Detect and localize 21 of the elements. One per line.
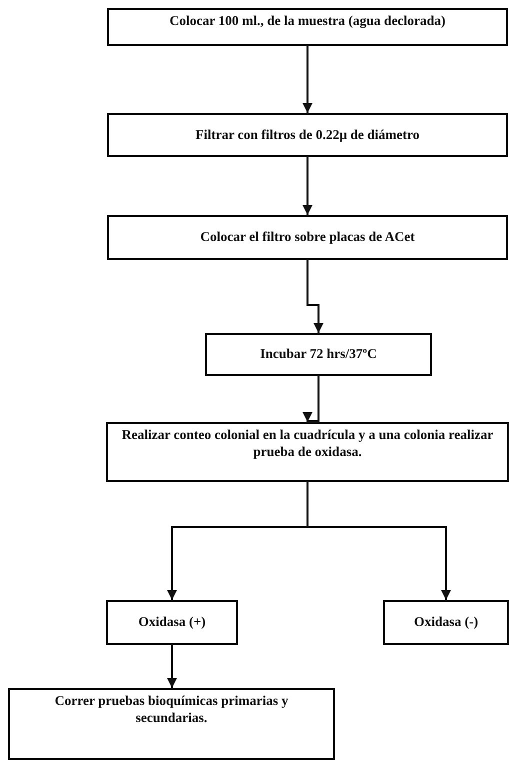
step-text: Colocar 100 ml., de la muestra (agua declorada)	[168, 12, 447, 30]
result-box	[106, 600, 238, 645]
arrow	[167, 645, 177, 688]
arrow	[302, 157, 312, 215]
step-text: Correr pruebas bioquímicas primarias y secundarias.	[54, 692, 290, 727]
arrow	[302, 46, 312, 113]
process-box	[106, 422, 509, 482]
step-text: Incubar 72 hrs/37ºC	[259, 345, 378, 364]
step-text: Oxidasa (-)	[412, 613, 480, 632]
step-text: Oxidasa (+)	[137, 613, 207, 632]
step-text: Realizar conteo colonial en la cuadrícula y a una colonia realizar prueba de oxidasa.	[120, 426, 494, 461]
result-box	[383, 600, 509, 645]
process-box	[8, 688, 335, 760]
process-box	[107, 215, 508, 260]
process-box	[107, 113, 508, 157]
step-text: Filtrar con filtros de 0.22μ de diámetro	[194, 126, 420, 144]
arrow	[302, 376, 320, 422]
arrow	[306, 260, 324, 333]
step-text: Colocar el filtro sobre placas de ACet	[199, 228, 416, 246]
process-box	[205, 333, 432, 376]
process-box	[107, 8, 508, 46]
